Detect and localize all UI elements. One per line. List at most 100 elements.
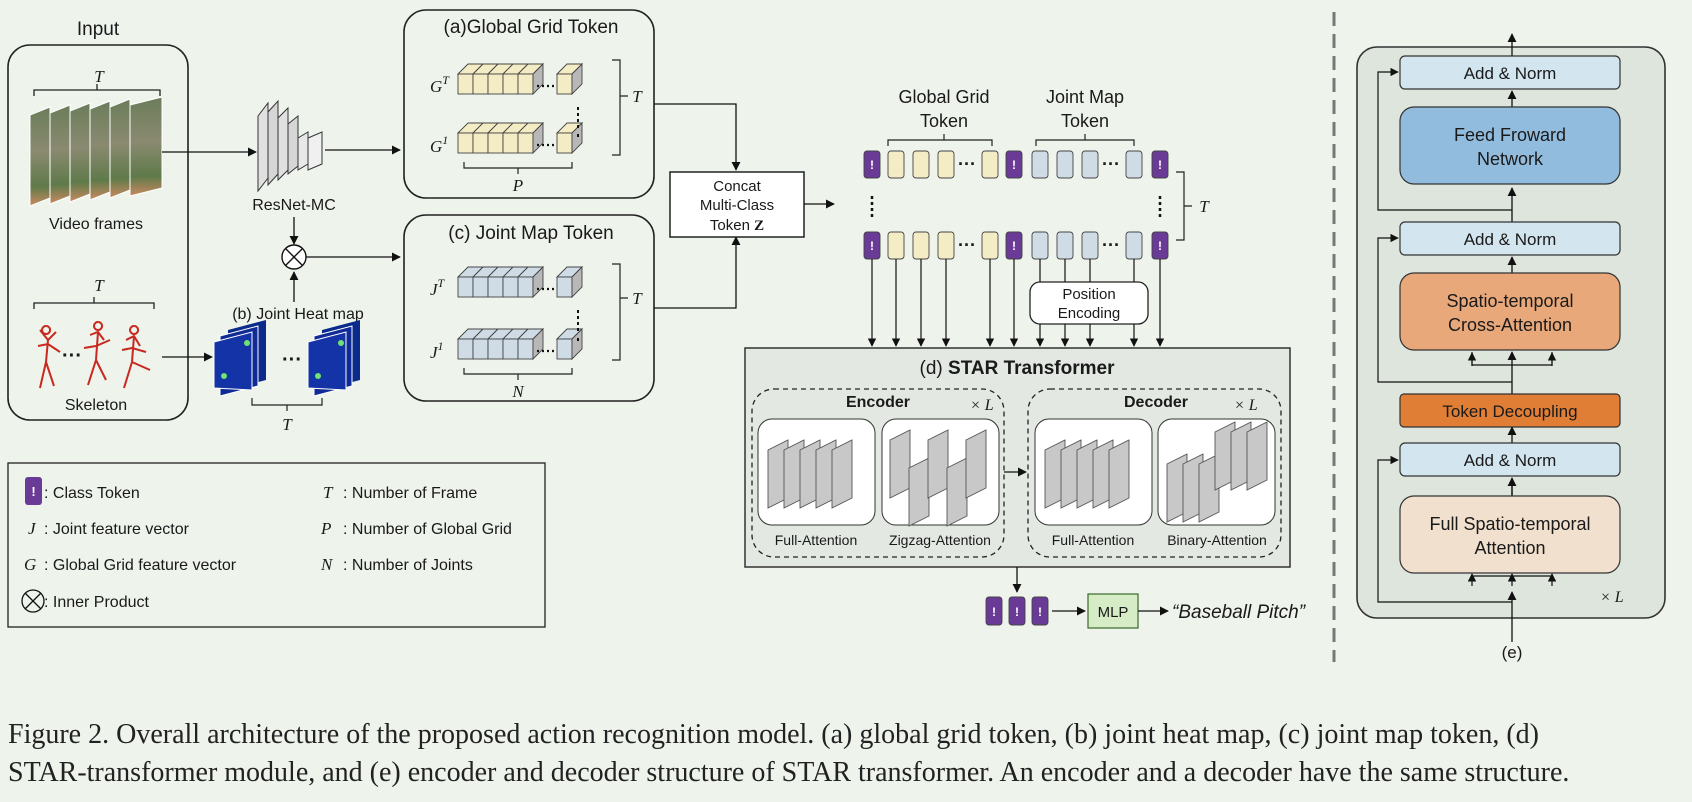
- class-token: [1151, 150, 1169, 179]
- svg-text:Full-Attention: Full-Attention: [1052, 532, 1134, 548]
- concat-multi-class-token-box: Concat Multi-Class Token Z: [669, 171, 805, 238]
- svg-text:: Class Token: : Class Token: [44, 485, 140, 502]
- global-grid-bottom-stack: [456, 121, 584, 155]
- svg-text:T: T: [323, 483, 334, 502]
- joint-token: [1031, 231, 1049, 260]
- joint-map-title: (c) Joint Map Token: [448, 223, 613, 244]
- joint-token: [1125, 150, 1143, 179]
- svg-text:!: !: [870, 158, 874, 172]
- caption-line-1: Figure 2. Overall architecture of the pr…: [8, 719, 1539, 750]
- encoder-decoder-structure: Add & Norm Feed Froward Network Add & No…: [1356, 33, 1666, 662]
- grid-token: [981, 150, 999, 179]
- svg-text:Network: Network: [1477, 149, 1544, 169]
- feed-forward-network: [1399, 106, 1621, 185]
- svg-text:: Number of Frame: : Number of Frame: [343, 485, 477, 502]
- svg-text:JT: JT: [430, 276, 446, 299]
- video-t-symbol: T: [94, 67, 105, 86]
- svg-text:Concat: Concat: [713, 178, 761, 195]
- svg-text:···: ···: [1102, 154, 1120, 174]
- mlp-box: [1087, 593, 1139, 629]
- svg-text:J1: J1: [430, 339, 444, 362]
- full-spatio-temporal-attention-box: [1399, 495, 1621, 574]
- svg-text:···: ···: [282, 349, 302, 371]
- svg-text:Feed Froward: Feed Froward: [1454, 125, 1566, 145]
- joint-token: [1081, 231, 1099, 260]
- svg-text:N: N: [320, 555, 334, 574]
- full-attention-icon: [767, 439, 853, 509]
- class-token-icon: [25, 477, 42, 505]
- svg-text:···: ···: [1102, 235, 1120, 255]
- video-frames-label: Video frames: [49, 216, 143, 233]
- grid-token: [887, 231, 905, 260]
- svg-text:Decoder: Decoder: [1124, 394, 1188, 411]
- block-e-label: (e): [1502, 643, 1523, 662]
- svg-text:: Number of Global Grid: : Number of Global Grid: [343, 521, 512, 538]
- joint-map-top-stack: [456, 265, 584, 299]
- zigzag-attention-icon: [889, 429, 987, 527]
- svg-text:!: !: [1158, 158, 1162, 172]
- star-transformer-block: (d) STAR Transformer Encoder × L Full-At…: [744, 347, 1291, 568]
- skeleton-image: ···: [37, 321, 151, 389]
- svg-text:!: !: [992, 605, 996, 619]
- global-grid-token-panel: (a)Global Grid Token GT G1 T P: [403, 9, 655, 199]
- token-row-2: !!!······: [863, 231, 1169, 260]
- full-attention-icon: [1044, 439, 1130, 509]
- legend-panel: ! : Class Token J : Joint feature vector…: [7, 462, 546, 628]
- svg-text:!: !: [1012, 239, 1016, 253]
- grid-token: [912, 231, 930, 260]
- svg-text:: Global Grid feature vector: : Global Grid feature vector: [44, 557, 237, 574]
- svg-text:Spatio-temporal: Spatio-temporal: [1446, 291, 1573, 311]
- svg-text:Position: Position: [1062, 286, 1115, 303]
- joint-token: [1056, 231, 1074, 260]
- svg-text:Global Grid: Global Grid: [898, 87, 989, 107]
- svg-text:Full Spatio-temporal: Full Spatio-temporal: [1429, 514, 1590, 534]
- resnet-label: ResNet-MC: [252, 197, 336, 214]
- joint-token: [1125, 231, 1143, 260]
- grid-token: [912, 150, 930, 179]
- joint-token: [1031, 150, 1049, 179]
- class-token: [863, 150, 881, 179]
- token-row-1: !!!······: [863, 150, 1169, 179]
- binary-attention-icon: [1166, 421, 1268, 523]
- grid-token: [981, 231, 999, 260]
- svg-text:Token: Token: [920, 111, 968, 131]
- svg-text:: Joint feature vector: : Joint feature vector: [44, 521, 190, 538]
- svg-text:Add & Norm: Add & Norm: [1464, 451, 1557, 470]
- joint-map-token-panel: (c) Joint Map Token JT J1 T N: [403, 214, 655, 402]
- svg-text:P: P: [320, 519, 331, 538]
- grid-token: [937, 150, 955, 179]
- cross-attention-box: [1399, 272, 1621, 351]
- svg-text:× L: × L: [1600, 589, 1624, 606]
- prediction-label: “Baseball Pitch”: [1172, 602, 1307, 623]
- svg-text:!: !: [31, 484, 35, 499]
- svg-text:T: T: [632, 87, 643, 106]
- add-norm-top: [1399, 55, 1621, 90]
- caption-line-2: STAR-transformer module, and (e) encoder…: [8, 757, 1570, 788]
- svg-text:Add & Norm: Add & Norm: [1464, 230, 1557, 249]
- svg-text:!: !: [1158, 239, 1162, 253]
- skeleton-t-symbol: T: [94, 276, 105, 295]
- svg-text:Joint Map: Joint Map: [1046, 87, 1124, 107]
- svg-text:···: ···: [958, 235, 976, 255]
- svg-text:: Number of Joints: : Number of Joints: [343, 557, 473, 574]
- svg-text:P: P: [512, 176, 523, 195]
- resnet-mc-block: ResNet-MC: [252, 99, 336, 214]
- heatmap-title: (b) Joint Heat map: [232, 306, 364, 323]
- svg-text:!: !: [1012, 158, 1016, 172]
- joint-map-bottom-stack: [456, 327, 584, 361]
- svg-text:G: G: [24, 555, 36, 574]
- svg-text:(d) STAR Transformer: (d) STAR Transformer: [920, 358, 1116, 379]
- grid-token: [887, 150, 905, 179]
- grid-token: [937, 231, 955, 260]
- svg-text:× L: × L: [1234, 397, 1258, 414]
- svg-text:···: ···: [62, 345, 82, 367]
- heatmap-t-symbol: T: [282, 415, 293, 434]
- svg-text:Encoder: Encoder: [846, 394, 910, 411]
- svg-text:Add & Norm: Add & Norm: [1464, 64, 1557, 83]
- svg-text:Token Decoupling: Token Decoupling: [1442, 402, 1577, 421]
- global-grid-title: (a)Global Grid Token: [444, 17, 619, 38]
- input-title: Input: [77, 19, 120, 40]
- svg-text:Token: Token: [1061, 111, 1109, 131]
- svg-text:J: J: [28, 519, 37, 538]
